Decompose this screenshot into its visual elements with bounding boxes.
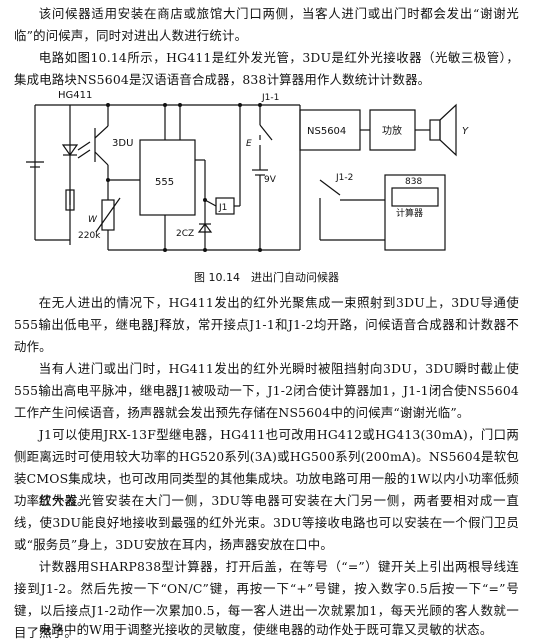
circuit-description-paragraph: 电路如图10.14所示，HG411是红外发光管，3DU是红外光接收器（光敏三极管… — [14, 50, 519, 87]
label-9v: 9V — [264, 175, 277, 185]
label-w: W — [88, 215, 98, 225]
counter-paragraph: 计数器用SHARP838型计算器，打开后盖，在等号（“=”）键开关上引出两根导线… — [14, 559, 519, 640]
label-calculator: 计算器 — [396, 207, 423, 219]
installation-paragraph: 红外发光管安装在大门一侧，3DU等电器可安装在大门另一侧，两者要相对成一直线，使… — [14, 493, 519, 552]
label-838: 838 — [405, 177, 422, 187]
label-2cz: 2CZ — [176, 229, 194, 239]
label-amp: 功放 — [382, 124, 402, 137]
label-ns5604: NS5604 — [307, 126, 346, 137]
label-hg411: HG411 — [58, 90, 92, 101]
label-j1-2: J1-2 — [335, 173, 353, 183]
label-y: Y — [462, 126, 469, 137]
label-j1-1: J1-1 — [261, 93, 279, 103]
components-paragraph: J1可以使用JRX-13F型继电器，HG411也可改用HG412或HG413(3… — [14, 427, 519, 508]
intro-paragraph: 该问候器适用安装在商店或旅馆大门口两侧，当客人进门或出门时都会发出“谢谢光临”的… — [14, 6, 519, 43]
label-j1: J1 — [218, 203, 227, 213]
label-e: E — [246, 139, 252, 149]
label-555: 555 — [155, 177, 174, 188]
label-3du: 3DU — [112, 138, 133, 149]
idle-state-paragraph: 在无人进出的情况下，HG411发出的红外光聚焦成一束照射到3DU上，3DU导通使… — [14, 295, 519, 354]
trigger-paragraph: 当有人进门或出门时，HG411发出的红外光瞬时被阻挡射向3DU，3DU瞬时截止使… — [14, 361, 519, 420]
figure-caption: 图 10.14 进出门自动问候器 — [194, 271, 339, 284]
sensitivity-paragraph: 电路中的W用于调整光接收的灵敏度，使继电器的动作处于既可靠又灵敏的状态。 — [38, 622, 493, 637]
label-220k: 220k — [78, 231, 101, 241]
